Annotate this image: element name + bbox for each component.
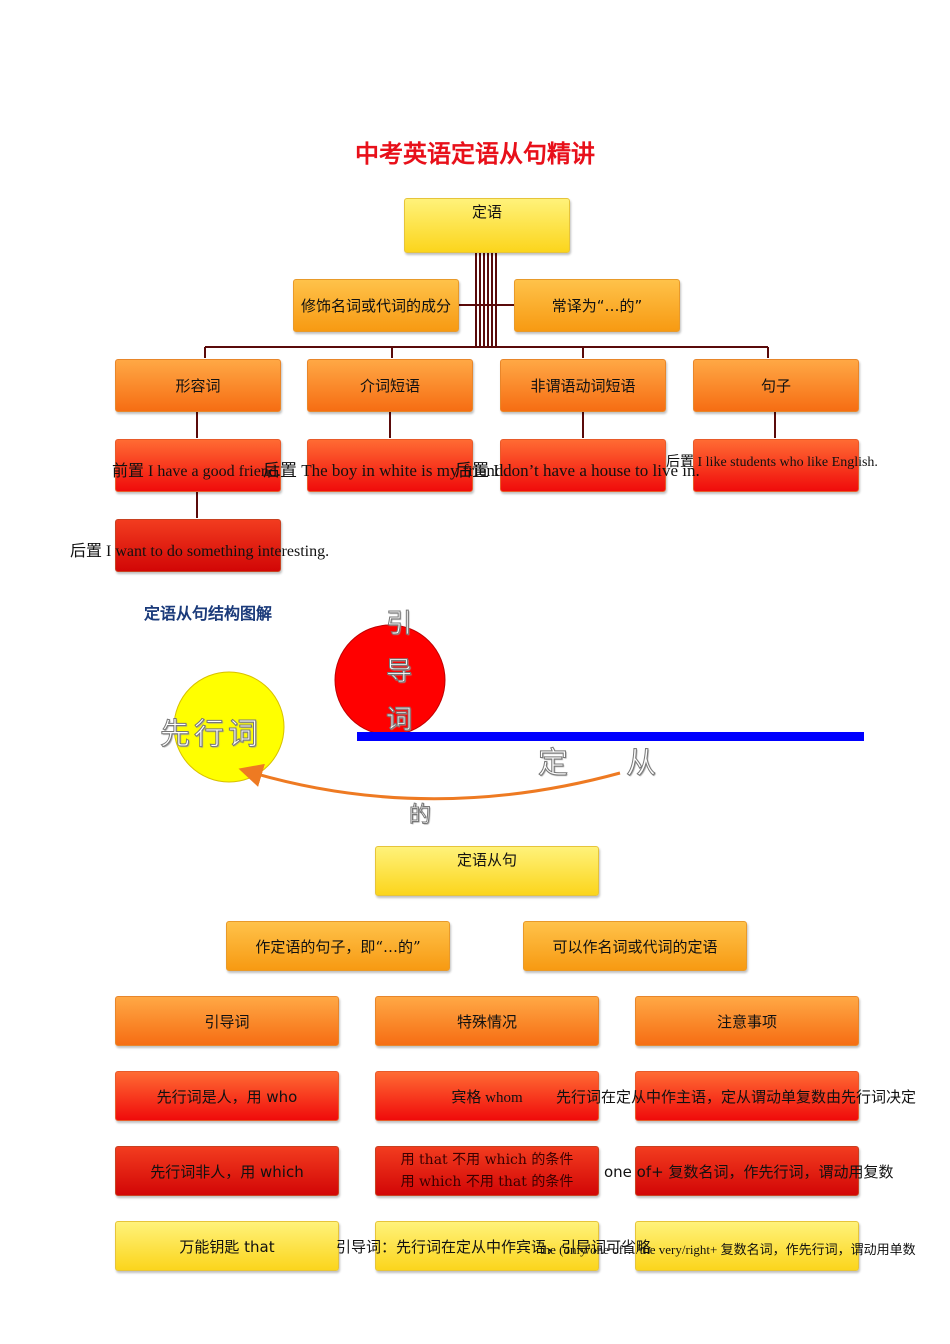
category-label: 形容词 [175, 377, 221, 395]
tree2-col-relative: 引导词 [115, 996, 339, 1046]
tree1-example-5: 后置 I want to do something interesting. [70, 543, 330, 560]
tree1-desc-left: 修饰名词或代词的成分 [293, 279, 459, 332]
tree2-col-notes: 注意事项 [635, 996, 859, 1046]
tree2-desc-left-label: 作定语的句子，即“…的” [255, 937, 421, 956]
tree1-category-adjective: 形容词 [115, 359, 281, 412]
tree2-row3-note-singular: the (only/one of…/the very/right+ 复数名词，作… [540, 1242, 916, 1257]
tree1-category-prepositional: 介词短语 [307, 359, 473, 412]
tree2-col-special: 特殊情况 [375, 996, 599, 1046]
tree2-row3-note-object: 引导词：先行词在定从中作宾语，引导词可省略 [336, 1238, 652, 1256]
antecedent-label: 先行词 [160, 717, 262, 753]
cell-label: 先行词是人，用 who [156, 1087, 298, 1106]
tree2-row1-col3 [635, 1071, 859, 1121]
tree2-row2-col2: 用 that 不用 which 的条件 用 which 不用 that 的条件 [375, 1146, 599, 1196]
tree1-example-2: 后置 The boy in white is my friend. [263, 461, 508, 480]
tree1-example-box-2 [307, 439, 473, 492]
tree2-row2-col1: 先行词非人，用 which [115, 1146, 339, 1196]
tree2-row2-col3 [635, 1146, 859, 1196]
tree2-row2-note: one of+ 复数名词，作先行词，谓动用复数 [604, 1163, 894, 1181]
category-label: 非谓语动词短语 [530, 377, 636, 395]
antecedent-circle [173, 671, 285, 783]
tree1-example-box-5 [115, 519, 281, 572]
tree1-root-label: 定语 [471, 203, 502, 221]
tree2-row3-col3 [635, 1221, 859, 1271]
tree2-row3-col1: 万能钥匙 that [115, 1221, 339, 1271]
tree1-example-1: 前置 I have a good friend. [112, 463, 281, 480]
tree2-row3-col2 [375, 1221, 599, 1271]
de-label: 的 [408, 803, 436, 829]
tree2-root: 定语从句 [375, 846, 599, 896]
tree1-desc-right-label: 常译为“…的” [551, 297, 643, 315]
tree1-example-4: 后置 I like students who like English. [666, 455, 878, 470]
tree1-connectors [196, 252, 776, 518]
column-label: 注意事项 [716, 1012, 777, 1031]
tree2-desc-right-label: 可以作名词或代词的定语 [552, 937, 718, 956]
tree2-desc-right: 可以作名词或代词的定语 [523, 921, 747, 971]
tree2-row1-col2: 宾格 whom [375, 1071, 599, 1121]
tree1-category-clause: 句子 [693, 359, 859, 412]
column-label: 特殊情况 [456, 1012, 517, 1031]
category-label: 句子 [760, 377, 791, 395]
return-arrow [238, 763, 621, 801]
tree1-desc-right: 常译为“…的” [514, 279, 680, 332]
tree2-root-label: 定语从句 [456, 851, 517, 869]
tree1-desc-left-label: 修饰名词或代词的成分 [300, 297, 451, 315]
tree1-root: 定语 [404, 198, 570, 253]
category-label: 介词短语 [359, 377, 420, 395]
clause-label: 定 从 [537, 746, 661, 782]
tree2-row1-note: 先行词在定从中作主语，定从谓动单复数由先行词决定 [556, 1088, 917, 1106]
tree2-desc-left: 作定语的句子，即“…的” [226, 921, 450, 971]
cell-label: 万能钥匙 that [179, 1237, 275, 1256]
page-title: 中考英语定语从句精讲 [355, 140, 595, 168]
tree1-example-box-4 [693, 439, 859, 492]
cell-label: 宾格 whom [451, 1089, 523, 1106]
structure-heading: 定语从句结构图解 [144, 604, 273, 623]
tree1-category-nonfinite: 非谓语动词短语 [500, 359, 666, 412]
relative-label: 引导词 [385, 609, 412, 736]
structure-diagram [173, 624, 864, 801]
tree1-example-box-3 [500, 439, 666, 492]
column-label: 引导词 [204, 1012, 250, 1031]
tree2-row1-col1: 先行词是人，用 who [115, 1071, 339, 1121]
cell-label: 先行词非人，用 which [150, 1162, 304, 1181]
cell-label-which: 用 which 不用 that 的条件 [400, 1174, 574, 1190]
tree1-example-box-1 [115, 439, 281, 492]
cell-label-that: 用 that 不用 which 的条件 [400, 1152, 574, 1168]
tree1-example-3: 后置 I don’t have a house to live in. [455, 461, 700, 480]
clause-line [357, 732, 864, 741]
